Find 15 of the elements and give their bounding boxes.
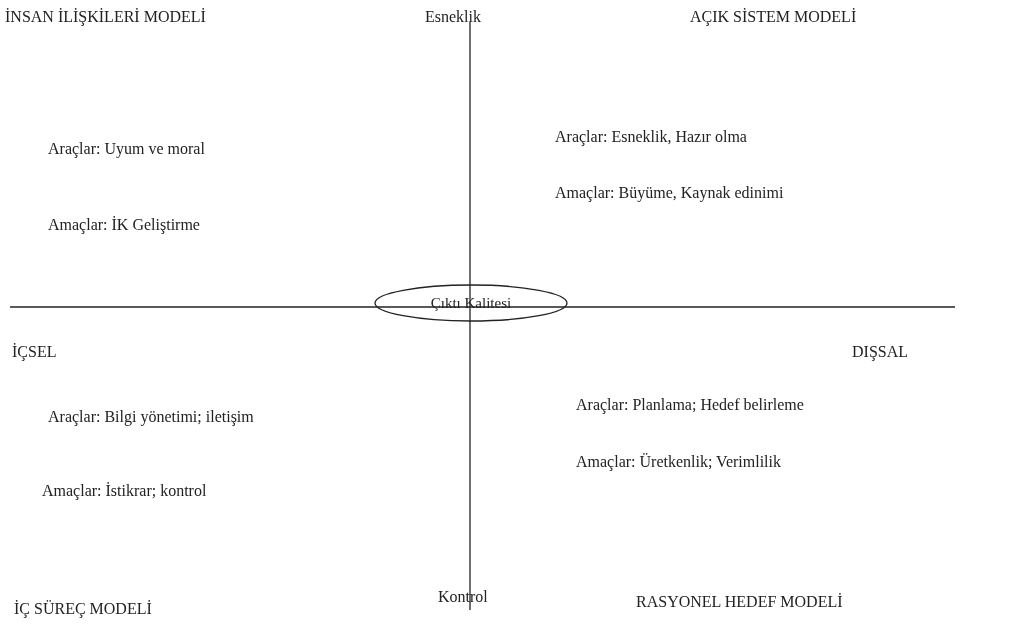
- quadrant-text: Amaçlar: İK Geliştirme: [48, 215, 200, 235]
- quadrant-text: Araçlar: Bilgi yönetimi; iletişim: [48, 407, 254, 427]
- quadrant-title: İÇ SÜREÇ MODELİ: [14, 599, 152, 619]
- quadrant-text: Amaçlar: Büyüme, Kaynak edinimi: [555, 183, 784, 203]
- quadrant-text: Amaçlar: Üretkenlik; Verimlilik: [576, 452, 781, 472]
- quadrant-title: AÇIK SİSTEM MODELİ: [690, 7, 857, 27]
- quadrant-text: Araçlar: Planlama; Hedef belirleme: [576, 395, 804, 415]
- axis-label: DIŞSAL: [852, 342, 908, 362]
- quadrant-title: İNSAN İLİŞKİLERİ MODELİ: [5, 7, 206, 27]
- axis-label: Esneklik: [425, 7, 481, 27]
- axis-label: İÇSEL: [12, 342, 57, 362]
- quadrant-text: Amaçlar: İstikrar; kontrol: [42, 481, 207, 501]
- quadrant-text: Araçlar: Uyum ve moral: [48, 139, 205, 159]
- quadrant-text: Araçlar: Esneklik, Hazır olma: [555, 127, 747, 147]
- quadrant-title: RASYONEL HEDEF MODELİ: [636, 592, 843, 612]
